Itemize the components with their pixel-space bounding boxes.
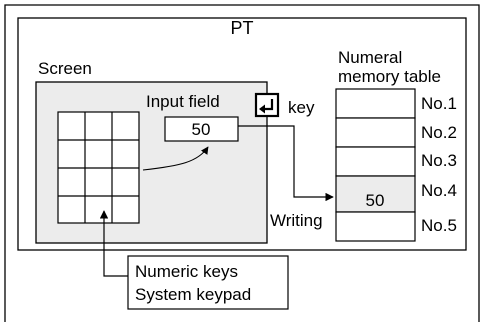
input-to-memory-arrow: [238, 125, 334, 202]
keypad-label-line1: Numeric keys: [135, 262, 238, 281]
memory-cell-no2: [335, 117, 416, 148]
memory-cell-no4: [335, 175, 416, 213]
memory-label-no5: No.5: [421, 216, 457, 235]
memory-label-no2: No.2: [421, 123, 457, 142]
memory-cell-no3: [335, 146, 416, 177]
keypad-label-box: [127, 255, 289, 310]
key-label: key: [288, 98, 315, 117]
pt-label: PT: [230, 18, 253, 38]
keypad-label-line2: System keypad: [135, 285, 251, 304]
writing-label: Writing: [270, 211, 323, 230]
enter-key-icon: [254, 92, 280, 118]
memory-cell-no5: [335, 211, 416, 242]
memory-table-title-line1: Numeral: [338, 48, 402, 67]
memory-label-no1: No.1: [421, 94, 457, 113]
memory-label-no3: No.3: [421, 151, 457, 170]
keypad-to-input-arrow: [142, 146, 209, 171]
memory-table: 50 No.1 No.2 No.3 No.4 No.5: [335, 88, 457, 242]
input-field-box: [164, 116, 239, 142]
memory-table-title-line2: memory table: [338, 67, 441, 86]
label-to-keypad-arrow: [99, 210, 128, 277]
memory-label-no4: No.4: [421, 181, 457, 200]
numeric-keypad: [57, 111, 140, 224]
input-field-label: Input field: [146, 92, 220, 111]
memory-cell-no1: [335, 88, 416, 119]
outer-frame: [4, 4, 480, 322]
memory-value-no4: 50: [366, 191, 385, 210]
screen-label: Screen: [38, 59, 92, 78]
input-field-value: 50: [192, 120, 211, 139]
